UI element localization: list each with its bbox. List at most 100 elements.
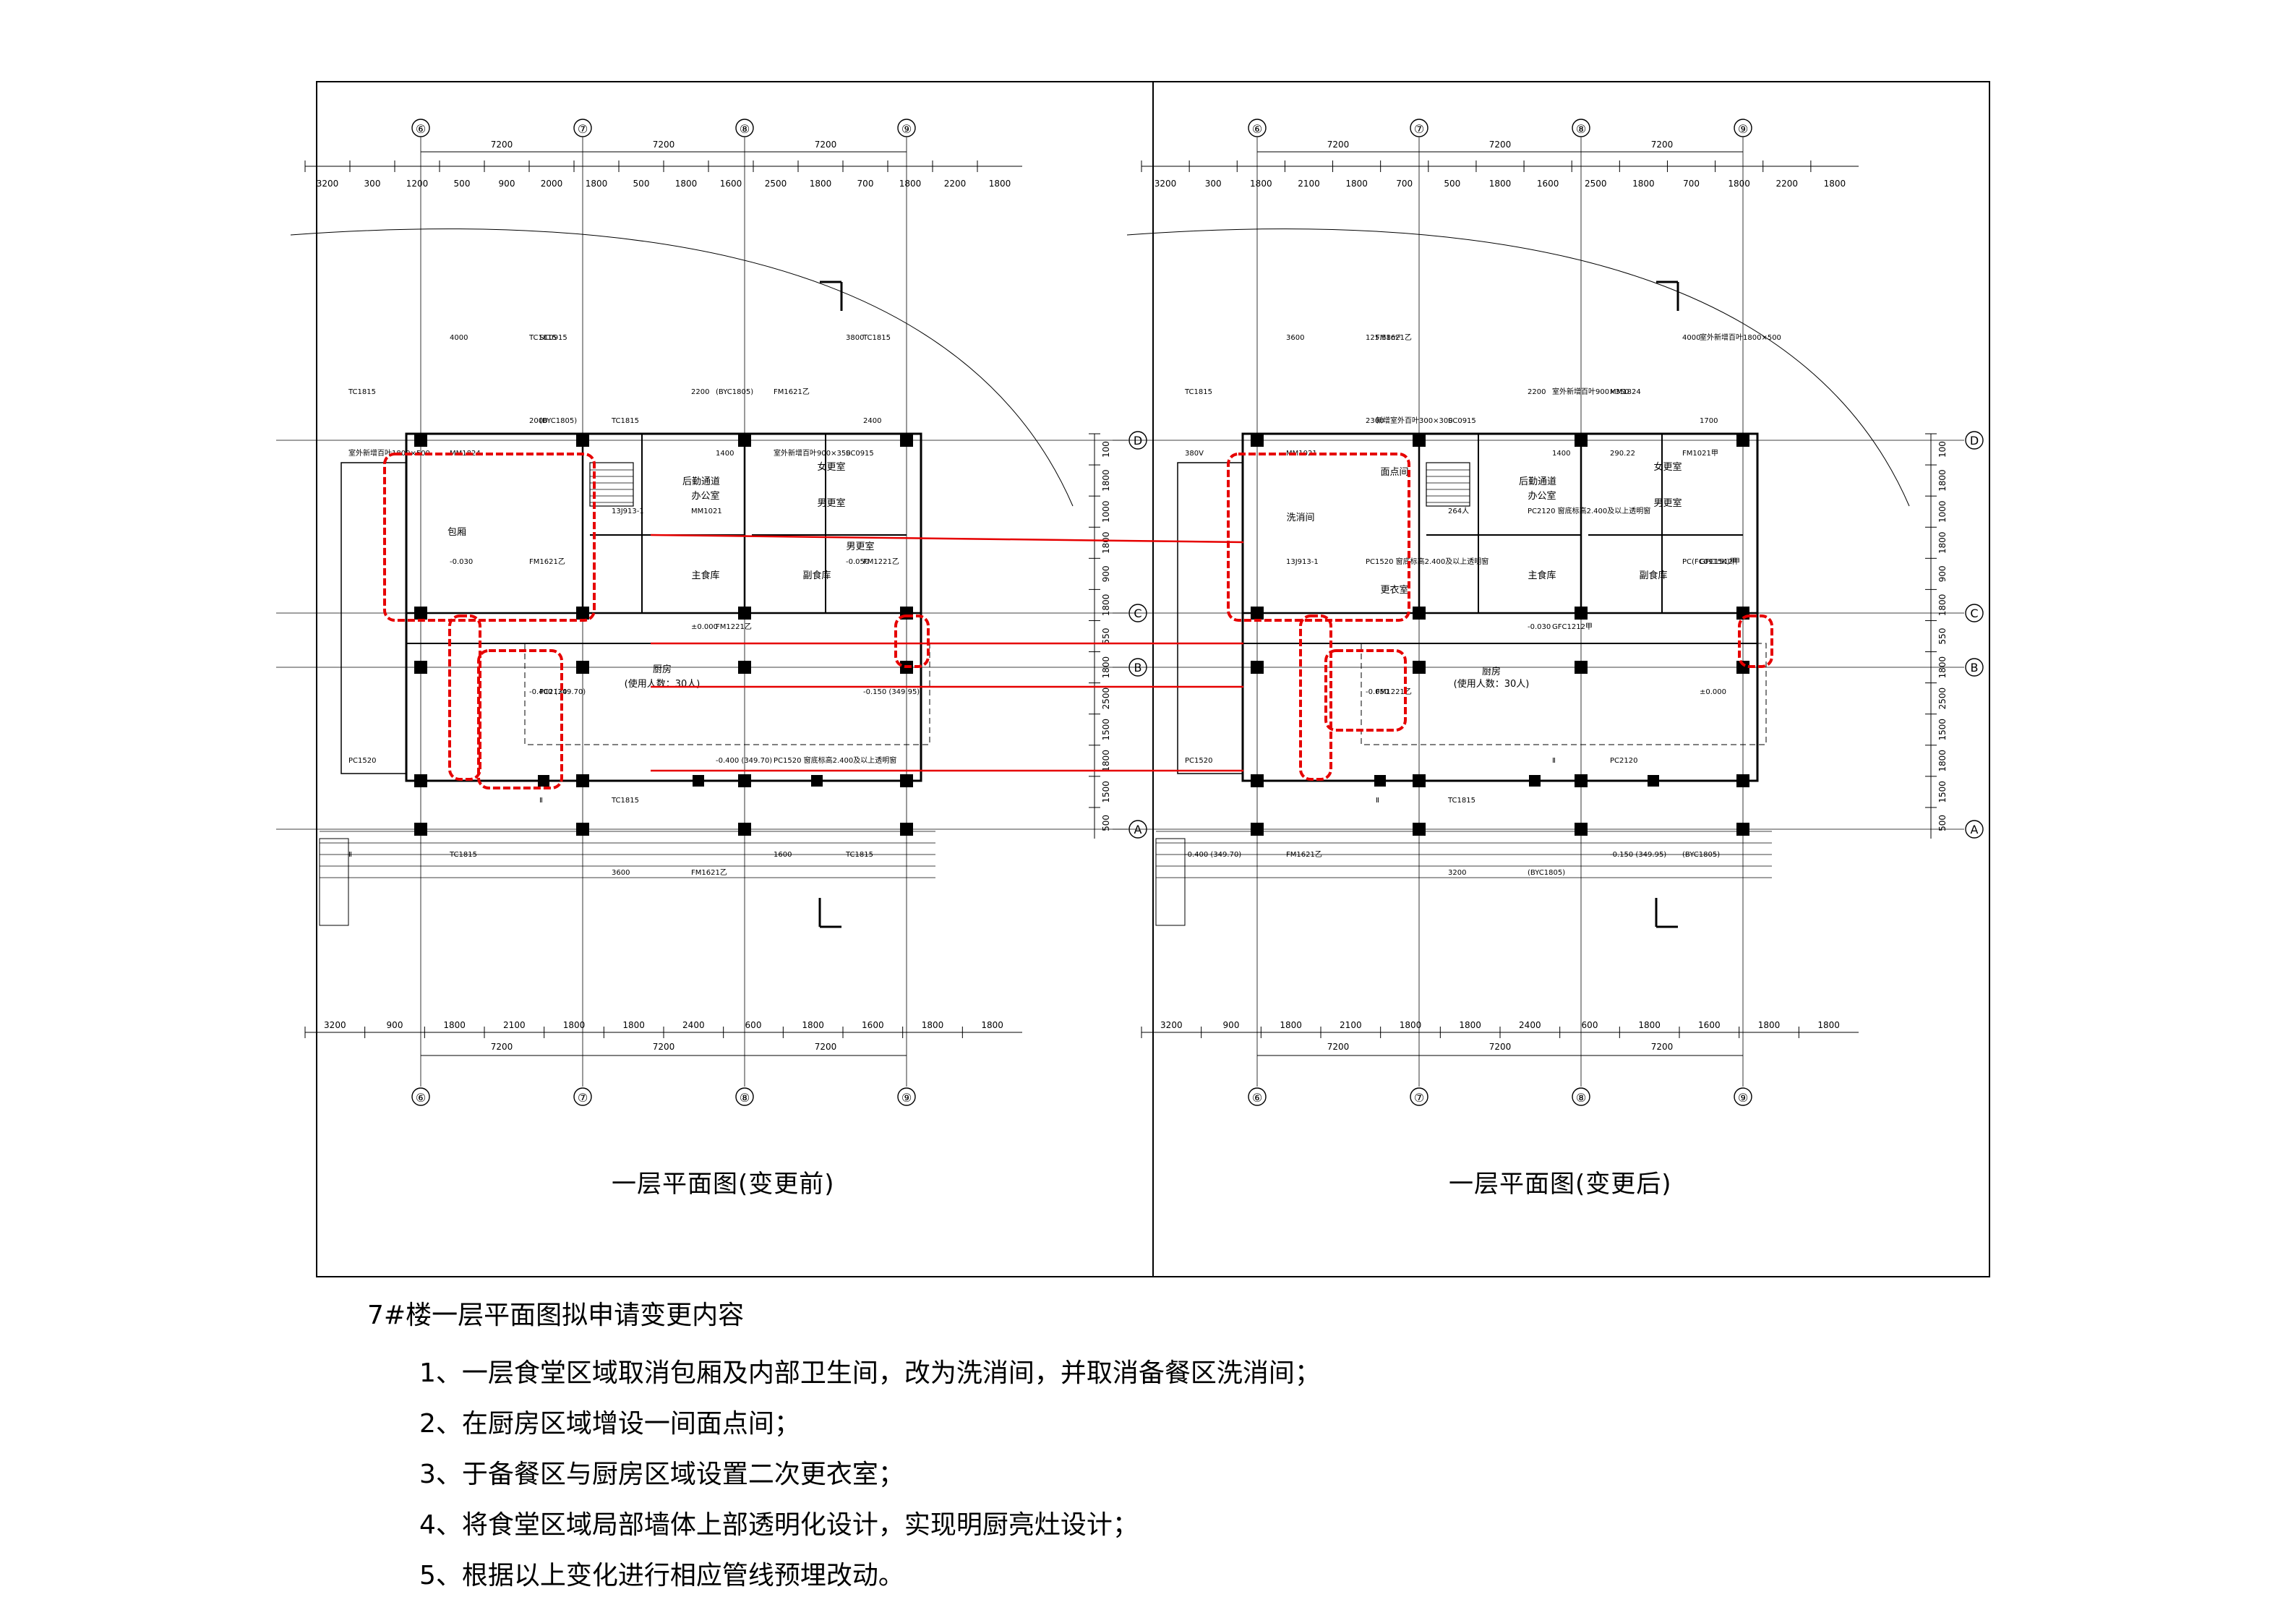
axis-bubble-top <box>1248 119 1267 137</box>
room-label: 女更室 <box>817 461 845 473</box>
floor-plan-after: ⑥⑥⑦⑦⑧⑧⑨⑨DCBA7200720072007200720072003200… <box>1113 119 1984 1106</box>
dim-value-top: 700 <box>857 179 874 189</box>
structural-column <box>1251 823 1264 836</box>
plan-annotation: PC2120 <box>539 688 567 696</box>
plan-annotation: FM1621乙 <box>1286 850 1322 859</box>
plan-annotation: 2200 <box>1528 388 1546 396</box>
axis-label-top: ⑧ <box>1576 122 1586 136</box>
room-label: 更衣室 <box>1380 584 1408 596</box>
plan-annotation: -0.030 <box>450 558 473 566</box>
plan-annotation: Ⅱ <box>348 851 352 859</box>
structural-column <box>538 775 549 787</box>
entry-vestibule <box>1177 462 1243 774</box>
dim-value-top: 300 <box>1205 179 1222 189</box>
plan-annotation: 室外新增百叶900×350 <box>1552 387 1629 396</box>
dim-value-top: 1600 <box>1537 179 1559 189</box>
axis-bubble-top <box>1734 119 1752 137</box>
plan-annotation: PC1520 窗底标高2.400及以上透明窗 <box>774 755 896 765</box>
axis-label-top: ⑨ <box>901 122 912 136</box>
plan-annotation: FM1621乙 <box>691 868 727 877</box>
axis-label-bottom: ⑧ <box>740 1091 750 1105</box>
dim-value-right: 1800 <box>1101 656 1111 679</box>
dim-value-top: 3200 <box>1155 179 1177 189</box>
dim-value-bottom: 1800 <box>802 1020 824 1030</box>
plan-annotation: -0.030 <box>1528 623 1551 631</box>
plan-annotation: 2200 <box>691 388 709 396</box>
structural-column <box>414 607 427 620</box>
structural-column <box>414 823 427 836</box>
plan-annotation: PC2120 <box>1610 757 1637 765</box>
span-dim-bottom: 7200 <box>815 1042 837 1052</box>
change-cloud-markup <box>1324 649 1407 732</box>
room-label: 副食库 <box>802 570 831 581</box>
plan-annotation: 380V <box>1185 450 1204 458</box>
axis-label-top: ⑨ <box>1738 122 1748 136</box>
dim-value-bottom: 1600 <box>862 1020 884 1030</box>
plan-annotation: 3600 <box>1286 334 1304 342</box>
axis-bubble-bottom <box>411 1087 430 1106</box>
structural-column <box>900 434 913 447</box>
plan-annotation: FM1221乙 <box>716 622 752 631</box>
structural-column <box>1575 434 1588 447</box>
dim-value-right: 1000 <box>1937 500 1948 523</box>
dim-value-bottom: 1800 <box>1817 1020 1840 1030</box>
plan-annotation: GFC1512甲 <box>1700 558 1740 566</box>
room-label: 办公室 <box>1528 490 1556 502</box>
dim-value-top: 1800 <box>1345 179 1368 189</box>
room-label: 办公室 <box>691 490 719 502</box>
structural-column <box>738 434 751 447</box>
plan-annotation: -0.400 (349.70) <box>1185 851 1241 859</box>
plan-annotation: PC2120 窗底标高2.400及以上透明窗 <box>1528 506 1650 515</box>
note-item-1: 1、一层食堂区域取消包厢及内部卫生间，改为洗消间，并取消备餐区洗消间； <box>419 1358 1321 1388</box>
axis-label-bottom: ⑨ <box>901 1091 912 1105</box>
kitchen-zone-dashed <box>1361 643 1767 745</box>
dim-value-right: 1800 <box>1937 656 1948 679</box>
dim-value-top: 1200 <box>406 179 429 189</box>
plan-annotation: TC1815 <box>449 851 477 859</box>
structural-column <box>576 774 589 787</box>
structural-column <box>1251 434 1264 447</box>
structural-column <box>576 434 589 447</box>
dim-value-right: 1800 <box>1937 750 1948 772</box>
note-item-5: 5、根据以上变化进行相应管线预埋改动。 <box>419 1561 904 1590</box>
structural-column <box>1575 607 1588 620</box>
axis-label-bottom: ⑥ <box>416 1091 426 1105</box>
plan-title-before: 一层平面图(变更前) <box>612 1170 835 1199</box>
structural-column <box>900 823 913 836</box>
plan-annotation: 3200 <box>1448 869 1466 877</box>
plan-annotation: PC(FC0915K)甲 <box>1682 558 1737 566</box>
building-outline <box>1241 432 1759 782</box>
span-dim-top: 7200 <box>653 140 675 150</box>
span-dim-bottom: 7200 <box>1327 1042 1350 1052</box>
dim-value-right: 1800 <box>1937 469 1948 492</box>
plan-annotation: MM1824 <box>1610 388 1641 396</box>
dim-value-top: 1800 <box>1489 179 1512 189</box>
plan-annotation: 室外新增百叶1800×500 <box>1700 333 1781 342</box>
room-label: (使用人数：30人) <box>625 678 701 690</box>
plan-annotation: FM1621乙 <box>774 387 810 396</box>
span-dim-bottom: 7200 <box>491 1042 513 1052</box>
structural-column <box>1736 774 1749 787</box>
plan-annotation: (BYC1805) <box>716 388 753 396</box>
plan-annotation: TC1815 <box>611 417 639 425</box>
room-label: 主食库 <box>1528 570 1556 581</box>
structural-column <box>1374 775 1386 787</box>
structural-column <box>1413 774 1426 787</box>
room-label: 副食库 <box>1639 570 1667 581</box>
plan-annotation: PC1520 <box>348 757 376 765</box>
plan-annotation: (BYC1805) <box>1528 869 1565 877</box>
plan-annotation: 1600 <box>774 851 792 859</box>
building-outline <box>405 432 922 782</box>
axis-bubble-bottom <box>1248 1087 1267 1106</box>
dim-value-right: 1800 <box>1101 750 1111 772</box>
dim-value-bottom: 600 <box>1582 1020 1598 1030</box>
room-label: 厨房 <box>1482 666 1501 677</box>
structural-column <box>1575 661 1588 674</box>
entry-vestibule <box>340 462 407 774</box>
dim-value-right: 500 <box>1101 815 1111 831</box>
room-label: 男更室 <box>1653 497 1682 509</box>
dim-value-right: 1500 <box>1101 781 1111 803</box>
change-cloud-markup <box>477 649 563 789</box>
plan-annotation: TC1815 <box>611 797 639 805</box>
